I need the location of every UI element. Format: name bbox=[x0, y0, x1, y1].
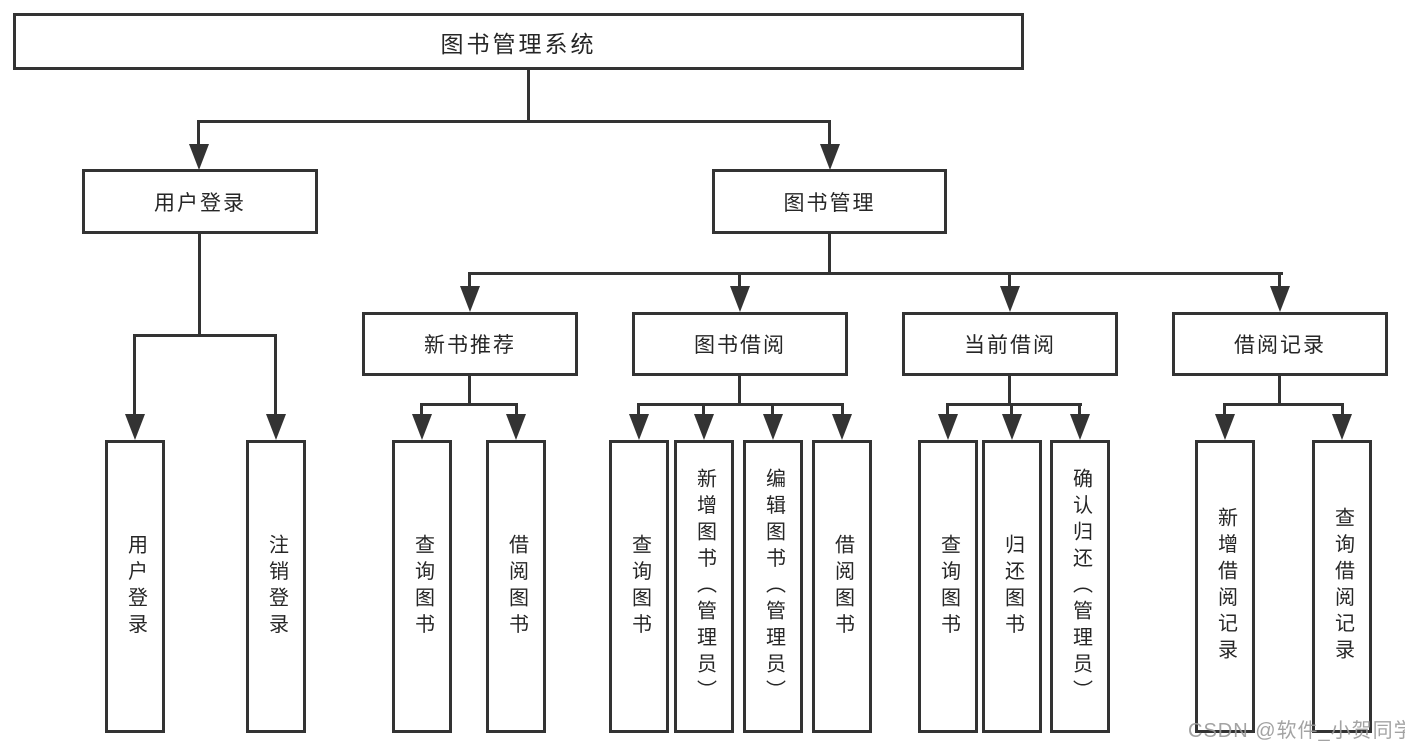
leaf-add-books-admin-label: 新增图书（管理员） bbox=[693, 467, 716, 706]
connector-line bbox=[468, 272, 1283, 275]
node-user-login: 用户登录 bbox=[82, 169, 318, 234]
leaf-add-borrow-record: 新增借阅记录 bbox=[1195, 440, 1255, 733]
connector-line bbox=[1223, 403, 1344, 406]
leaf-query-books: 查询图书 bbox=[918, 440, 978, 733]
connector-line bbox=[771, 403, 774, 416]
connector-line bbox=[197, 120, 831, 123]
leaf-confirm-return-admin: 确认归还（管理员） bbox=[1050, 440, 1110, 733]
arrowhead-icon bbox=[694, 414, 714, 440]
leaf-borrow-books: 借阅图书 bbox=[486, 440, 546, 733]
connector-line bbox=[1008, 374, 1011, 406]
watermark: CSDN @软件_小贺同学 bbox=[1188, 720, 1405, 742]
connector-line bbox=[702, 403, 705, 416]
arrowhead-icon bbox=[460, 286, 480, 312]
leaf-add-borrow-record-label: 新增借阅记录 bbox=[1214, 507, 1237, 666]
leaf-borrow-books-label: 借阅图书 bbox=[831, 533, 854, 640]
leaf-query-books-label: 查询图书 bbox=[411, 533, 434, 640]
leaf-logout-label: 注销登录 bbox=[265, 533, 288, 640]
connector-line bbox=[828, 120, 831, 146]
arrowhead-icon bbox=[938, 414, 958, 440]
connector-line bbox=[197, 120, 200, 146]
leaf-borrow-books-label: 借阅图书 bbox=[505, 533, 528, 640]
arrowhead-icon bbox=[125, 414, 145, 440]
leaf-confirm-return-admin-label: 确认归还（管理员） bbox=[1069, 467, 1092, 706]
connector-line bbox=[1223, 403, 1226, 416]
connector-line bbox=[1278, 272, 1281, 288]
arrowhead-icon bbox=[266, 414, 286, 440]
leaf-edit-books-admin-label: 编辑图书（管理员） bbox=[762, 467, 785, 706]
connector-line bbox=[198, 232, 201, 337]
connector-line bbox=[527, 68, 530, 122]
arrowhead-icon bbox=[1332, 414, 1352, 440]
connector-line bbox=[468, 272, 471, 288]
arrowhead-icon bbox=[1000, 286, 1020, 312]
arrowhead-icon bbox=[1270, 286, 1290, 312]
leaf-query-books-label: 查询图书 bbox=[628, 533, 651, 640]
arrowhead-icon bbox=[1002, 414, 1022, 440]
leaf-query-books-label: 查询图书 bbox=[937, 533, 960, 640]
node-book-borrow-label: 图书借阅 bbox=[694, 334, 786, 357]
connector-line bbox=[468, 374, 471, 406]
connector-line bbox=[637, 403, 640, 416]
node-new-books-label: 新书推荐 bbox=[424, 334, 516, 357]
connector-line bbox=[841, 403, 844, 416]
leaf-user-login: 用户登录 bbox=[105, 440, 165, 733]
arrowhead-icon bbox=[763, 414, 783, 440]
arrowhead-icon bbox=[730, 286, 750, 312]
leaf-query-borrow-record-label: 查询借阅记录 bbox=[1331, 507, 1354, 666]
connector-line bbox=[133, 334, 136, 416]
connector-line bbox=[1008, 272, 1011, 288]
leaf-return-books: 归还图书 bbox=[982, 440, 1042, 733]
connector-line bbox=[738, 374, 741, 406]
arrowhead-icon bbox=[412, 414, 432, 440]
node-current-borrow-label: 当前借阅 bbox=[964, 334, 1056, 357]
leaf-user-login-label: 用户登录 bbox=[124, 533, 147, 640]
arrowhead-icon bbox=[820, 144, 840, 170]
leaf-borrow-books: 借阅图书 bbox=[812, 440, 872, 733]
node-user-login-label: 用户登录 bbox=[154, 191, 246, 215]
arrowhead-icon bbox=[506, 414, 526, 440]
connector-line bbox=[946, 403, 1082, 406]
arrowhead-icon bbox=[629, 414, 649, 440]
node-book-borrow: 图书借阅 bbox=[632, 312, 848, 376]
connector-line bbox=[420, 403, 423, 416]
connector-line bbox=[1078, 403, 1081, 416]
arrowhead-icon bbox=[1070, 414, 1090, 440]
arrowhead-icon bbox=[189, 144, 209, 170]
node-book-mgmt-label: 图书管理 bbox=[783, 191, 876, 215]
connector-line bbox=[946, 403, 949, 416]
connector-line bbox=[1278, 374, 1281, 406]
leaf-edit-books-admin: 编辑图书（管理员） bbox=[743, 440, 803, 733]
leaf-query-borrow-record: 查询借阅记录 bbox=[1312, 440, 1372, 733]
connector-line bbox=[133, 334, 277, 337]
node-root-label: 图书管理系统 bbox=[440, 30, 597, 57]
leaf-query-books: 查询图书 bbox=[392, 440, 452, 733]
node-borrow-records-label: 借阅记录 bbox=[1234, 334, 1326, 357]
node-borrow-records: 借阅记录 bbox=[1172, 312, 1388, 376]
connector-line bbox=[1341, 403, 1344, 416]
node-book-mgmt: 图书管理 bbox=[712, 169, 947, 234]
connector-line bbox=[274, 334, 277, 416]
node-root: 图书管理系统 bbox=[13, 13, 1024, 70]
node-current-borrow: 当前借阅 bbox=[902, 312, 1118, 376]
arrowhead-icon bbox=[832, 414, 852, 440]
connector-line bbox=[828, 232, 831, 274]
node-new-books: 新书推荐 bbox=[362, 312, 578, 376]
connector-line bbox=[738, 272, 741, 288]
leaf-query-books: 查询图书 bbox=[609, 440, 669, 733]
arrowhead-icon bbox=[1215, 414, 1235, 440]
connector-line bbox=[637, 403, 844, 406]
connector-line bbox=[1010, 403, 1013, 416]
leaf-add-books-admin: 新增图书（管理员） bbox=[674, 440, 734, 733]
connector-line bbox=[420, 403, 518, 406]
connector-line bbox=[515, 403, 518, 416]
leaf-return-books-label: 归还图书 bbox=[1001, 533, 1024, 640]
leaf-logout: 注销登录 bbox=[246, 440, 306, 733]
